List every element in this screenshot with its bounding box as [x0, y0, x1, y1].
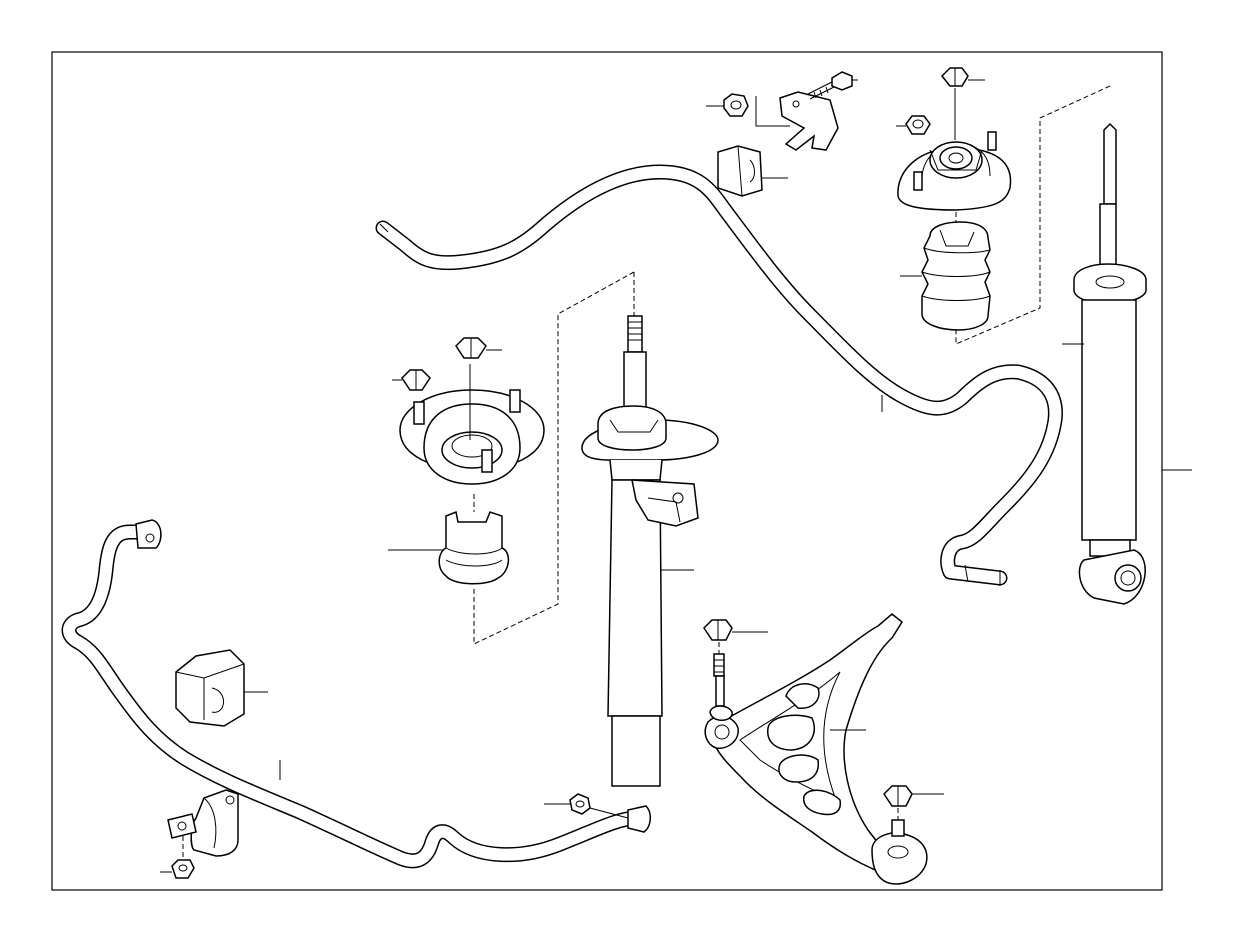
rear-shock-absorber[interactable]: [1073, 122, 1147, 605]
rear-bushing-bracket[interactable]: [779, 91, 839, 151]
front-control-arm[interactable]: [704, 613, 928, 885]
rear-shock-mount[interactable]: [897, 131, 1012, 211]
rear-stabilizer-bar[interactable]: [375, 164, 1063, 586]
control-arm-ball-joint-nut[interactable]: [883, 785, 913, 837]
leader-rear-bushing-bracket: [755, 96, 790, 127]
front-strut-mount[interactable]: [399, 389, 545, 485]
rear-shock-mount-nut-center[interactable]: [940, 67, 969, 140]
front-strut-mount-nut-center[interactable]: [455, 337, 487, 359]
rear-bump-stop[interactable]: [921, 221, 991, 331]
stabilizer-bracket[interactable]: [167, 789, 239, 857]
control-arm-bolt-nut[interactable]: [703, 619, 733, 721]
front-spring-strut[interactable]: [581, 315, 719, 787]
dash-rear-assembly: [955, 85, 1111, 345]
diagram-frame: [51, 51, 1163, 891]
rear-bracket-nut[interactable]: [723, 93, 749, 117]
rear-shock-mount-nut-side[interactable]: [905, 115, 931, 135]
rear-stabilizer-bushing[interactable]: [717, 145, 763, 197]
stabilizer-link-nut[interactable]: [569, 793, 629, 819]
dash-front-assembly: [473, 271, 635, 645]
rear-bracket-bolt[interactable]: [807, 71, 853, 100]
front-strut-mount-nut-side[interactable]: [401, 369, 431, 391]
front-stabilizer-bushing[interactable]: [175, 649, 245, 727]
front-stabilizer-bar[interactable]: [61, 519, 651, 869]
front-bump-stop[interactable]: [438, 510, 510, 585]
stabilizer-bracket-nut[interactable]: [171, 836, 195, 879]
